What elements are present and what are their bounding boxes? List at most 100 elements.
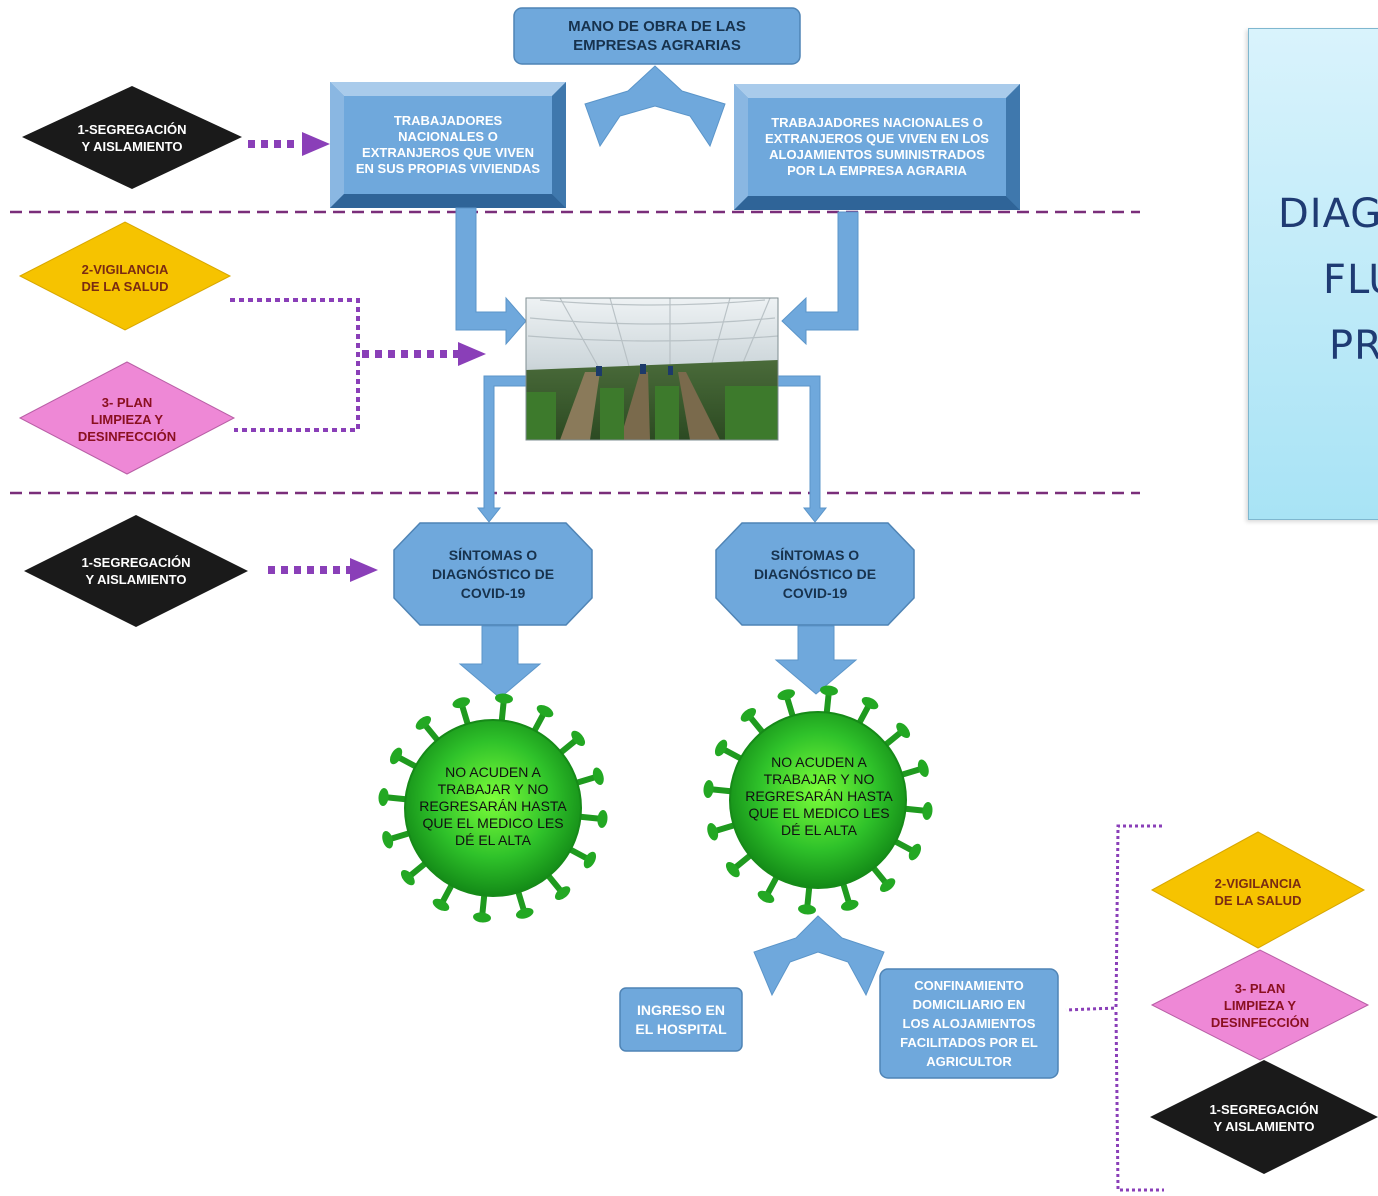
dotted-connector-vig-plan [230,298,360,432]
right-worker-line: TRABAJADORES NACIONALES O [771,115,983,130]
seg-line-2: Y AISLAMIENTO [1213,1119,1315,1134]
left-worker-line: EXTRANJEROS QUE VIVEN [362,145,534,160]
virus-right-label: NO ACUDEN A TRABAJAR Y NO REGRESARÁN HAS… [744,746,894,846]
seg-line-1: 1-SEGREGACIÓN [1209,1102,1319,1117]
virus-spike-tip [896,722,911,739]
plan-line-3: DESINFECCIÓN [77,428,177,444]
virus-body [404,719,582,897]
virus-spike-tip [495,693,513,704]
virus-line: NO ACUDEN A [771,753,867,770]
virus-spike-tip [597,810,608,828]
virus-line: TRABAJAR Y NO [763,770,875,787]
left-worker-box [330,82,566,208]
symptom-line-2: DIAGNÓSTICO DE [753,565,877,582]
vig-line-1: 2-VIGILANCIA [1214,876,1302,891]
top-box-label: MANO DE OBRA DE LAS EMPRESAS AGRARIAS [514,8,800,64]
virus-line: DÉ EL ALTA [781,821,857,838]
confinement-line: LOS ALOJAMIENTOS [902,1016,1036,1031]
left-down-arrow-icon [455,207,527,346]
hospital-line-2: EL HOSPITAL [635,1020,727,1037]
diamond-segregacion-mid [24,515,248,627]
right-worker-line: POR LA EMPRESA AGRARIA [787,163,967,178]
confinement-line: CONFINAMIENTO [914,978,1024,993]
title-line-2: FLU [1323,257,1378,303]
virus-spike-tip [820,685,838,696]
virus-line: REGRESARÁN HASTA [419,797,567,814]
title-panel: DIAG FLU PR [1248,28,1378,520]
seg-mid-label: 1-SEGREGACIÓN Y AISLAMIENTO [64,551,208,591]
plan-line-3: DESINFECCIÓN [1210,1015,1310,1030]
plan-left-label: 3- PLAN LIMPIEZA Y DESINFECCIÓN [57,391,197,447]
virus-spike-tip [757,890,775,904]
symptom-line-3: COVID-19 [782,584,848,601]
seg-line-2: Y AISLAMIENTO [85,572,187,587]
down-arrow-right-icon [774,625,858,695]
symptom-right-label: SÍNTOMAS O DIAGNÓSTICO DE COVID-19 [716,523,914,625]
split-arrow-icon [584,65,726,148]
symptom-line-1: SÍNTOMAS O [448,546,538,563]
virus-left-icon [378,693,608,923]
virus-line: REGRESARÁN HASTA [745,787,893,804]
virus-spike-tip [583,851,597,869]
virus-spike-tip [415,715,432,730]
virus-spike-tip [432,898,450,912]
plan-line-2: LIMPIEZA Y [90,411,164,427]
right-worker-box [734,84,1020,210]
hospital-box [619,987,743,1052]
virus-body [729,711,907,889]
virus-spike-tip [400,869,415,886]
virus-spike-tip [378,788,389,806]
right-worker-line: EXTRANJEROS QUE VIVEN EN LOS [765,131,989,146]
virus-line: DÉ EL ALTA [455,831,531,848]
virus-spike-tip [707,823,719,841]
title-line-3: PR [1329,323,1378,369]
virus-spike-tip [740,707,757,722]
virus-line: NO ACUDEN A [445,763,541,780]
confinement-line: AGRICULTOR [926,1054,1012,1069]
confinement-box [879,968,1059,1079]
right-down-arrow-icon [781,211,859,346]
diamond-plan-right [1150,949,1370,1061]
top-box-line-1: MANO DE OBRA DE LAS [568,18,746,35]
plan-line-2: LIMPIEZA Y [1223,998,1297,1013]
virus-spike-tip [452,697,470,709]
virus-spike-tip [798,904,816,915]
title-line-1: DIAG [1278,191,1378,237]
virus-spike-tip [908,843,922,861]
virus-spike-tip [917,759,929,777]
virus-line: QUE EL MEDICO LES [748,804,890,821]
diamond-segregacion-right [1150,1060,1378,1174]
virus-line: TRABAJAR Y NO [437,780,549,797]
plan-right-label: 3- PLAN LIMPIEZA Y DESINFECCIÓN [1190,980,1330,1030]
virus-spike-tip [382,831,394,849]
left-out-arrow-icon [476,375,527,523]
plan-line-1: 3- PLAN [101,394,153,410]
seg-line-1: 1-SEGREGACIÓN [77,122,187,137]
hospital-line-1: INGRESO EN [637,1001,725,1018]
vig-line-2: DE LA SALUD [1214,893,1302,908]
right-out-arrow-icon [777,375,828,523]
right-worker-line: ALOJAMIENTOS SUMINISTRADOS [769,147,985,162]
symptom-octagon-left [393,522,593,626]
virus-spike-tip [516,907,534,919]
vig-left-label: 2-VIGILANCIA DE LA SALUD [55,258,195,298]
hospital-label: INGRESO EN EL HOSPITAL [620,988,742,1051]
seg-right-label: 1-SEGREGACIÓN Y AISLAMIENTO [1192,1098,1336,1138]
top-box-line-2: EMPRESAS AGRARIAS [573,37,741,54]
diamond-plan-left [18,361,236,475]
dotted-bracket-right [1065,824,1164,1192]
virus-spike-tip [879,878,896,893]
symptom-left-label: SÍNTOMAS O DIAGNÓSTICO DE COVID-19 [394,523,592,625]
vig-right-label: 2-VIGILANCIA DE LA SALUD [1188,872,1328,912]
vig-line-1: 2-VIGILANCIA [81,262,169,277]
seg-line-2: Y AISLAMIENTO [81,139,183,154]
virus-spike-tip [536,704,554,718]
top-box [513,7,801,65]
dotted-arrowhead-seg-top [302,132,330,156]
symptom-octagon-right [715,522,915,626]
seg-top-label: 1-SEGREGACIÓN Y AISLAMIENTO [60,118,204,158]
virus-spike-tip [922,802,933,820]
greenhouse-photo [525,272,779,441]
virus-spike-tip [473,912,491,923]
